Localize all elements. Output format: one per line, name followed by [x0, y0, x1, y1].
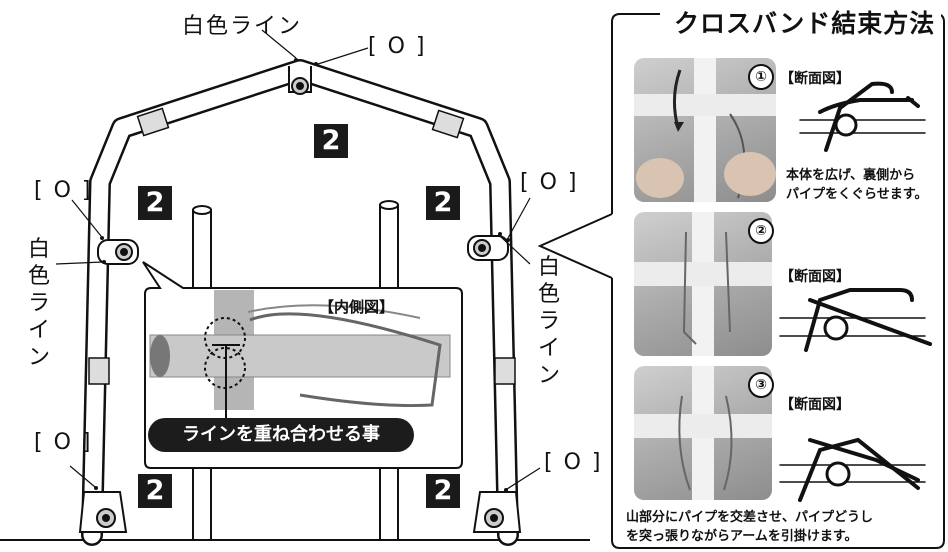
- step-2-number: ②: [748, 218, 774, 244]
- clamp-left-base: [78, 491, 128, 533]
- o-mark-left: [ O ]: [34, 178, 93, 203]
- inset-title: 【内側図】: [319, 298, 395, 316]
- o-mark-bottom-left: [ O ]: [34, 430, 93, 455]
- number-2-right: 2: [426, 186, 460, 220]
- clamp-right-base: [472, 491, 522, 533]
- step-1-section-label: 【断面図】: [780, 71, 850, 87]
- step-1-caption-line-1: 本体を広げ、裏側から: [786, 168, 916, 183]
- step-3-number: ③: [748, 372, 774, 398]
- pipe-connectors: [88, 107, 516, 385]
- o-mark-bottom-right: [ O ]: [544, 450, 603, 475]
- number-2-bottom-left: 2: [138, 474, 172, 508]
- clamps: [78, 66, 522, 533]
- panel-bracket: [611, 13, 945, 549]
- step-2-photo: [634, 212, 772, 356]
- o-mark-right: [ O ]: [520, 170, 579, 195]
- step-2-section-label: 【断面図】: [780, 269, 850, 285]
- panel-pointer-fill: [540, 214, 612, 278]
- bottom-caption-line-1: 山部分にパイプを交差させ、パイプどうし: [626, 510, 874, 525]
- inset-banner: ラインを重ね合わせる事: [148, 418, 414, 452]
- section-sketch-3: [779, 437, 926, 502]
- panel-pointer: [537, 213, 613, 279]
- white-line-label-right: 白色ライン: [537, 255, 560, 388]
- white-line-label-top: 白色ライン: [182, 14, 303, 39]
- leader-lines: [55, 29, 541, 490]
- step-1-photo-art: [634, 58, 776, 202]
- step-1-number: ①: [748, 64, 774, 90]
- step-3-section-label: 【断面図】: [780, 397, 850, 413]
- clamp-top: [288, 66, 312, 95]
- clamp-left-mid: [97, 239, 139, 265]
- inset-illustration: [149, 290, 451, 418]
- section-sketch-2: [779, 288, 932, 352]
- panel-title: クロスバンド結束方法: [668, 4, 942, 40]
- step-1-caption-line-2: パイプをくぐらせます。: [786, 187, 928, 202]
- bottom-caption-line-2: を突っ張りながらアームを引掛けます。: [626, 529, 858, 544]
- clamp-right-mid: [467, 235, 509, 261]
- step-3-photo-art: [634, 366, 772, 500]
- o-mark-top: [ O ]: [368, 34, 427, 59]
- step-2-photo-art: [634, 212, 772, 356]
- number-2-bottom-right: 2: [426, 474, 460, 508]
- number-2-left: 2: [138, 186, 172, 220]
- white-line-label-left: 白色ライン: [27, 237, 50, 370]
- step-1-photo: [634, 58, 776, 202]
- section-sketch-1: [799, 81, 926, 152]
- number-2-top: 2: [314, 124, 348, 158]
